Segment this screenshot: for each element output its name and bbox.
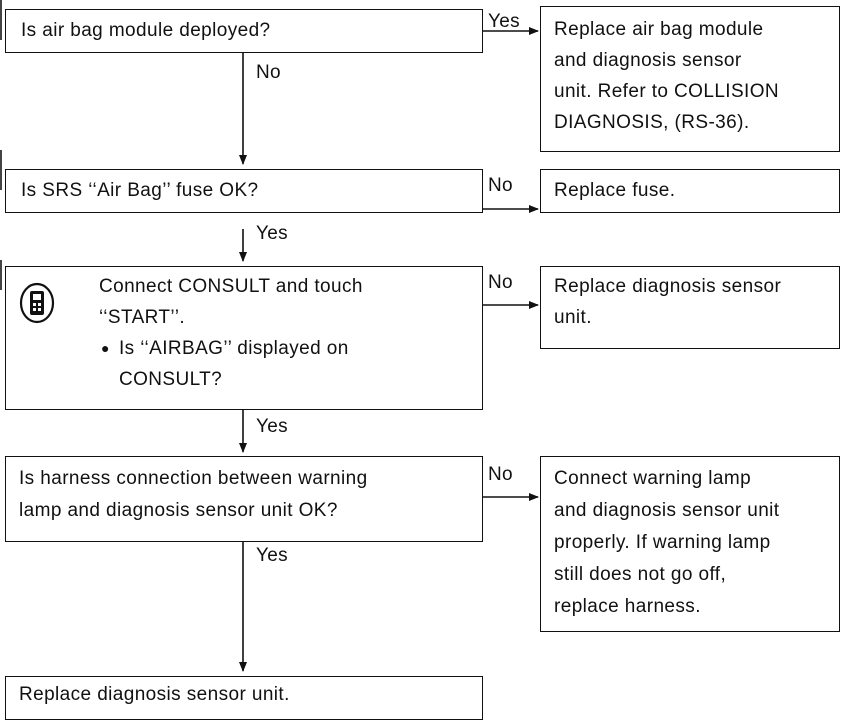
action-line: properly. If warning lamp (554, 532, 771, 553)
decision-line: lamp and diagnosis sensor unit OK? (19, 500, 338, 521)
action-line: still does not go off, (554, 564, 727, 585)
decision-line: Is ‘‘AIRBAG’’ displayed on (119, 338, 349, 359)
action-line: and diagnosis sensor unit (554, 500, 780, 521)
yes-label: Yes (488, 11, 520, 32)
action-line: Replace air bag module (554, 19, 764, 40)
final-action-replace-sensor: Replace diagnosis sensor unit. (5, 676, 483, 720)
no-label: No (488, 175, 513, 196)
decision-text: Is SRS ‘‘Air Bag’’ fuse OK? (21, 180, 259, 201)
decision-consult-airbag: Connect CONSULT and touch ‘‘START’’. ● I… (5, 266, 483, 410)
action-line: DIAGNOSIS, (RS-36). (554, 112, 750, 133)
action-line: Replace fuse. (554, 180, 676, 201)
action-replace-module: Replace air bag module and diagnosis sen… (540, 6, 840, 152)
decision-harness-ok: Is harness connection between warning la… (5, 456, 483, 542)
page-edge-mark (0, 260, 2, 290)
final-text: Replace diagnosis sensor unit. (19, 684, 290, 705)
action-line: replace harness. (554, 596, 701, 617)
page-edge-mark (0, 150, 2, 190)
action-connect-lamp: Connect warning lamp and diagnosis senso… (540, 456, 840, 632)
action-line: and diagnosis sensor (554, 50, 742, 71)
no-label: No (488, 464, 513, 485)
no-label: No (488, 272, 513, 293)
action-line: unit. (554, 307, 592, 328)
bullet-icon: ● (101, 340, 110, 356)
action-replace-sensor: Replace diagnosis sensor unit. (540, 266, 840, 349)
decision-line: ‘‘START’’. (99, 307, 186, 328)
decision-line: Is harness connection between warning (19, 468, 368, 489)
decision-airbag-deployed: Is air bag module deployed? (5, 9, 483, 53)
decision-line: CONSULT? (119, 369, 223, 390)
decision-text: Is air bag module deployed? (21, 20, 271, 41)
action-line: unit. Refer to COLLISION (554, 81, 780, 102)
yes-label: Yes (256, 545, 288, 566)
action-line: Replace diagnosis sensor (554, 276, 782, 297)
yes-label: Yes (256, 223, 288, 244)
page-edge-mark (0, 0, 2, 40)
yes-label: Yes (256, 416, 288, 437)
decision-fuse-ok: Is SRS ‘‘Air Bag’’ fuse OK? (5, 169, 483, 213)
action-replace-fuse: Replace fuse. (540, 169, 840, 213)
action-line: Connect warning lamp (554, 468, 752, 489)
decision-line: Connect CONSULT and touch (99, 276, 363, 297)
no-label: No (256, 62, 281, 83)
consult-tester-icon (19, 282, 55, 324)
